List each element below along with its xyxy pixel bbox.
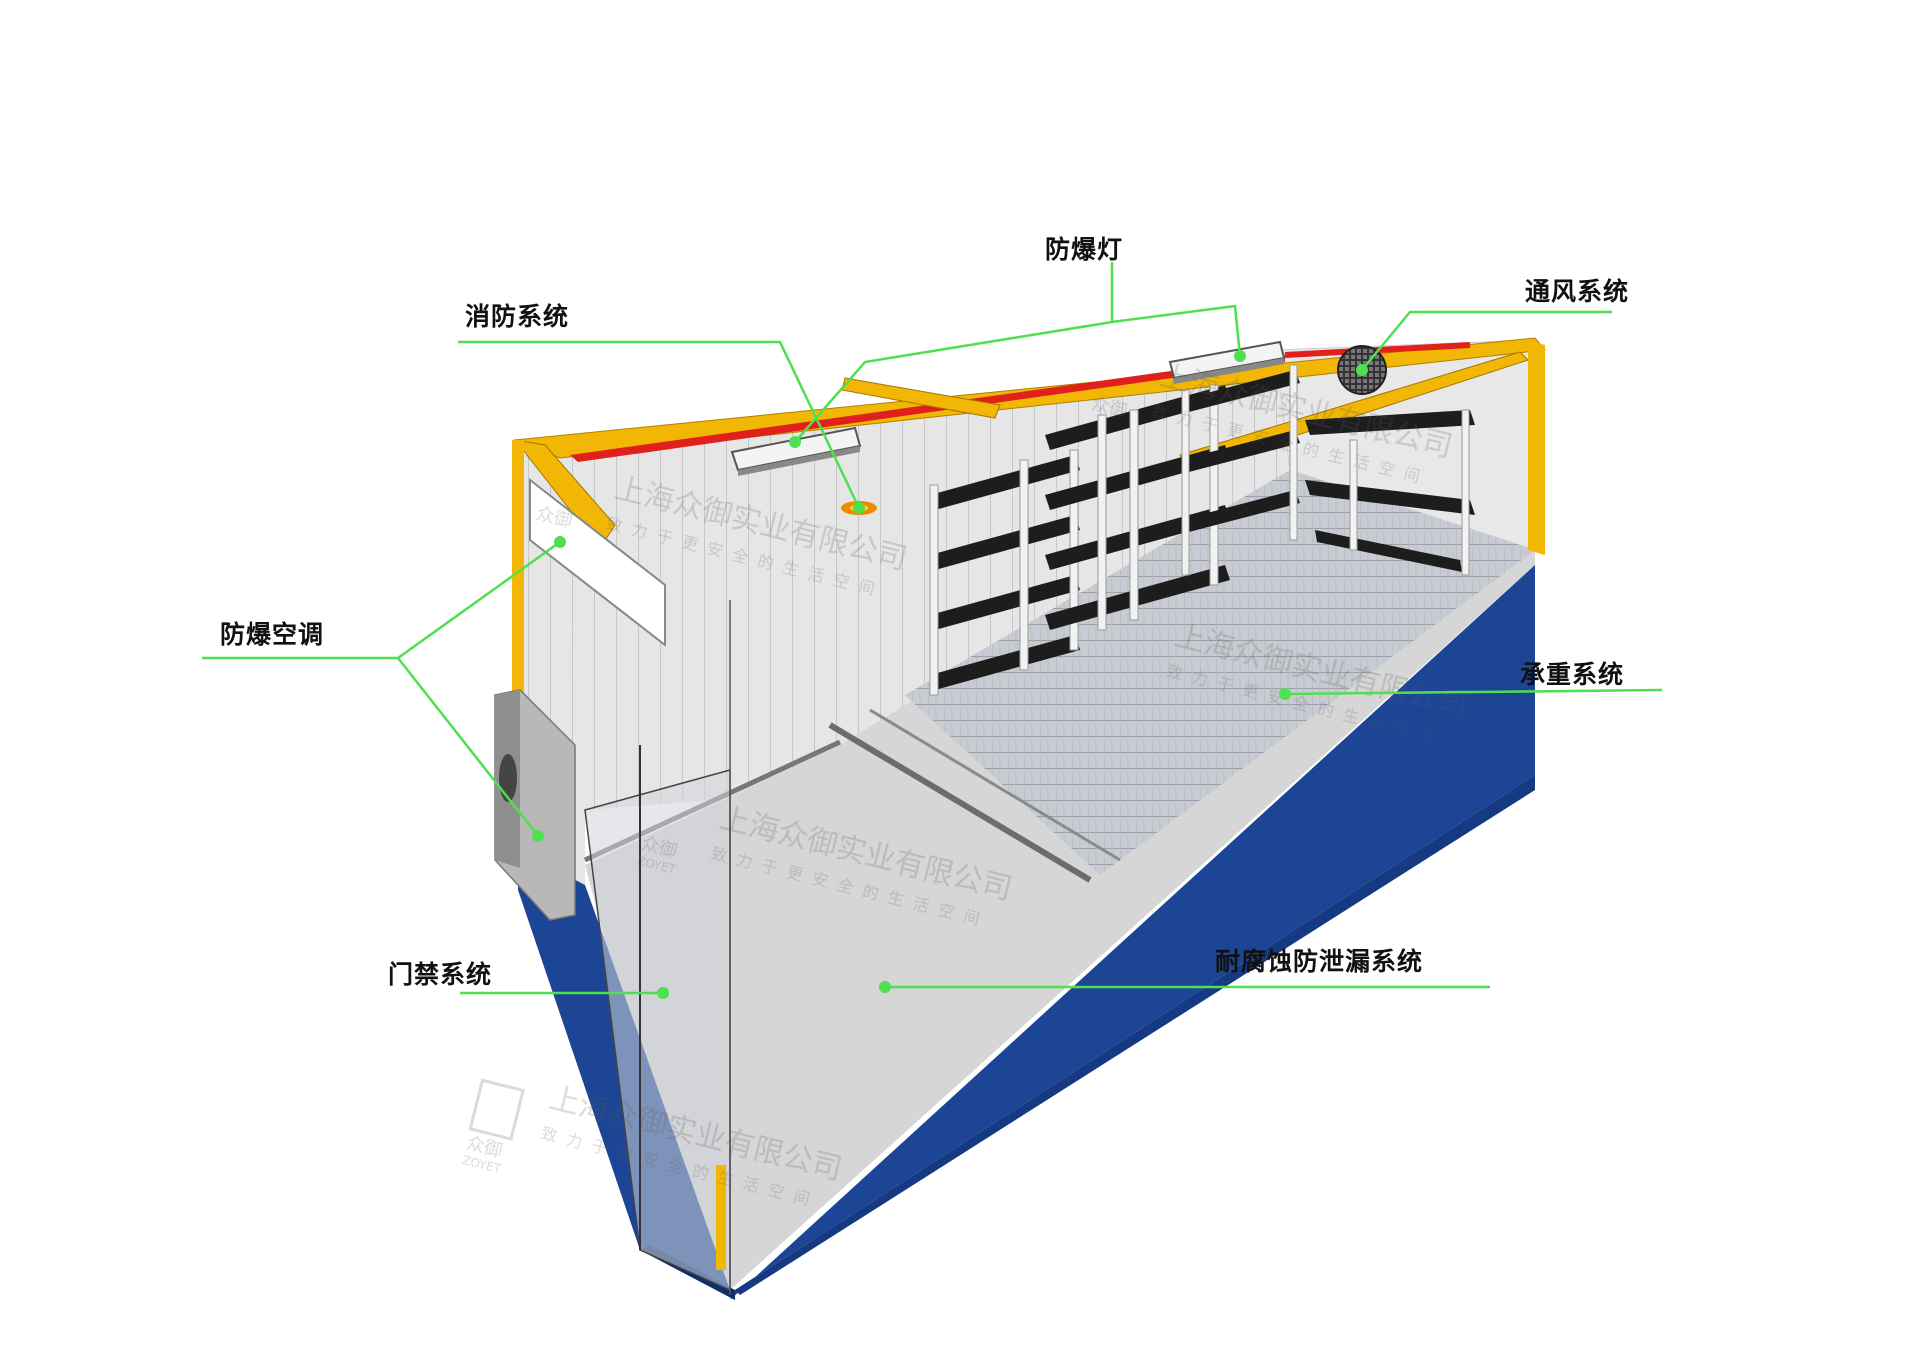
light-fixture-2 — [1168, 340, 1286, 384]
ac-indoor-unit — [529, 477, 666, 648]
callout-dots — [532, 350, 1368, 999]
label-fire-protection: 消防系统 — [465, 302, 570, 331]
dot-ac-1 — [554, 536, 566, 548]
dot-light-1 — [789, 436, 801, 448]
label-load-bearing: 承重系统 — [1520, 660, 1625, 689]
label-explosion-proof-light: 防爆灯 — [1045, 235, 1124, 264]
right-post — [1528, 340, 1545, 555]
left-post — [512, 440, 524, 715]
dot-load — [1279, 688, 1291, 700]
callout-lines — [202, 262, 1663, 995]
callout-line-fire — [458, 340, 861, 509]
dot-door — [657, 987, 669, 999]
shelving — [929, 364, 1475, 696]
label-access-control: 门禁系统 — [388, 960, 493, 989]
dot-vent — [1356, 364, 1368, 376]
door-post — [716, 1165, 726, 1270]
dot-light-2 — [1234, 350, 1246, 362]
callout-line-light — [1110, 262, 1242, 357]
label-ventilation: 通风系统 — [1525, 277, 1630, 306]
dot-fire — [853, 502, 865, 514]
dot-leak — [879, 981, 891, 993]
floor-grating — [905, 470, 1535, 875]
callout-line-vent — [1361, 310, 1612, 371]
label-explosion-proof-ac: 防爆空调 — [220, 620, 325, 649]
front-wall — [730, 565, 1535, 1300]
callout-line-load — [1284, 688, 1663, 696]
dot-ac-2 — [532, 830, 544, 842]
ceiling-strip — [570, 355, 1285, 462]
light-fixture-1 — [730, 426, 862, 476]
label-anti-corrosion-leak: 耐腐蚀防泄漏系统 — [1215, 947, 1424, 976]
ac-fan-grille — [499, 754, 517, 802]
